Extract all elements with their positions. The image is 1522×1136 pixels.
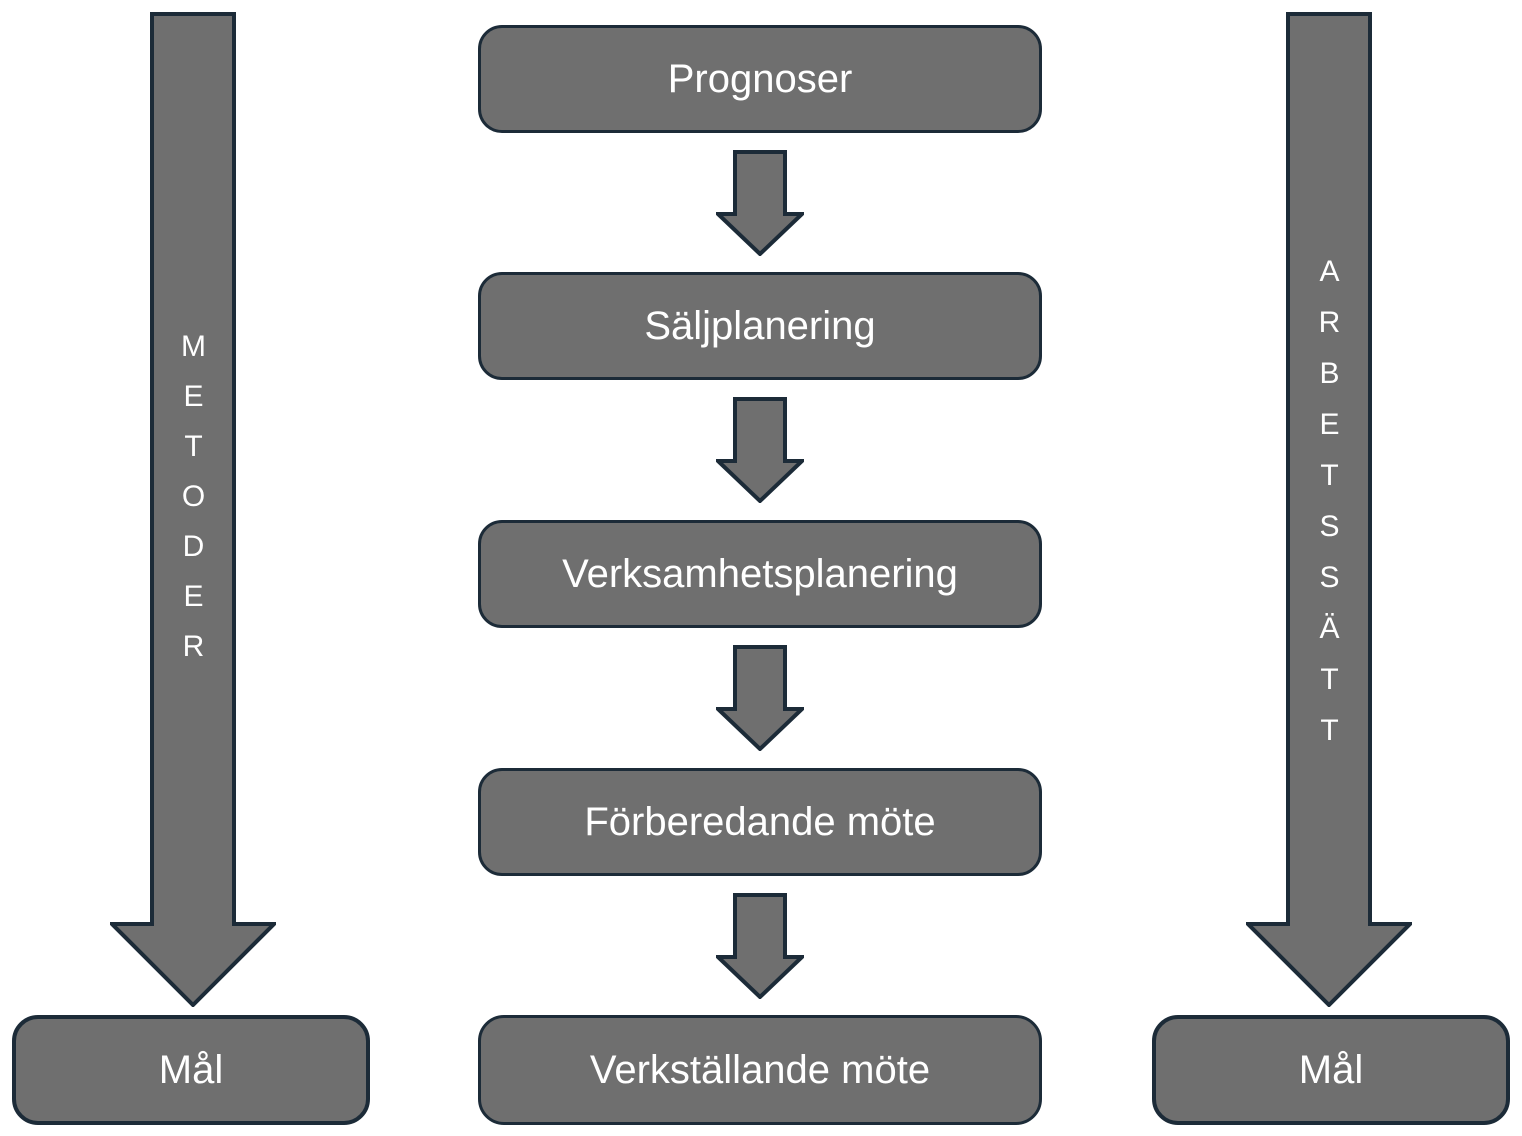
approach-arrow: ARBETSSÄTT (1246, 12, 1412, 1007)
down-arrow-icon (716, 645, 804, 751)
approach-arrow-label-wrap: ARBETSSÄTT (1246, 255, 1412, 765)
methods-arrow: METODER (110, 12, 276, 1007)
arrow-shape (716, 645, 804, 751)
goal-box-left: Mål (12, 1015, 370, 1125)
arrow-shape (1246, 12, 1412, 1007)
arrow-shape (716, 893, 804, 999)
down-arrow-icon (1246, 12, 1412, 1007)
down-arrow-icon (716, 397, 804, 503)
goal-box-right: Mål (1152, 1015, 1510, 1125)
flow-step-saljplanering: Säljplanering (478, 272, 1042, 380)
approach-arrow-label: ARBETSSÄTT (1313, 255, 1346, 765)
methods-arrow-label-wrap: METODER (110, 330, 276, 680)
methods-arrow-label: METODER (177, 330, 210, 680)
flow-step-verkstallande-mote: Verkställande möte (478, 1015, 1042, 1125)
down-arrow-icon (716, 150, 804, 256)
arrow-shape (110, 12, 276, 1007)
down-arrow-icon (110, 12, 276, 1007)
flow-step-verksamhetsplanering: Verksamhetsplanering (478, 520, 1042, 628)
arrow-shape (716, 150, 804, 256)
flow-step-prognoser: Prognoser (478, 25, 1042, 133)
arrow-shape (716, 397, 804, 503)
flow-step-forberedande-mote: Förberedande möte (478, 768, 1042, 876)
down-arrow-icon (716, 893, 804, 999)
